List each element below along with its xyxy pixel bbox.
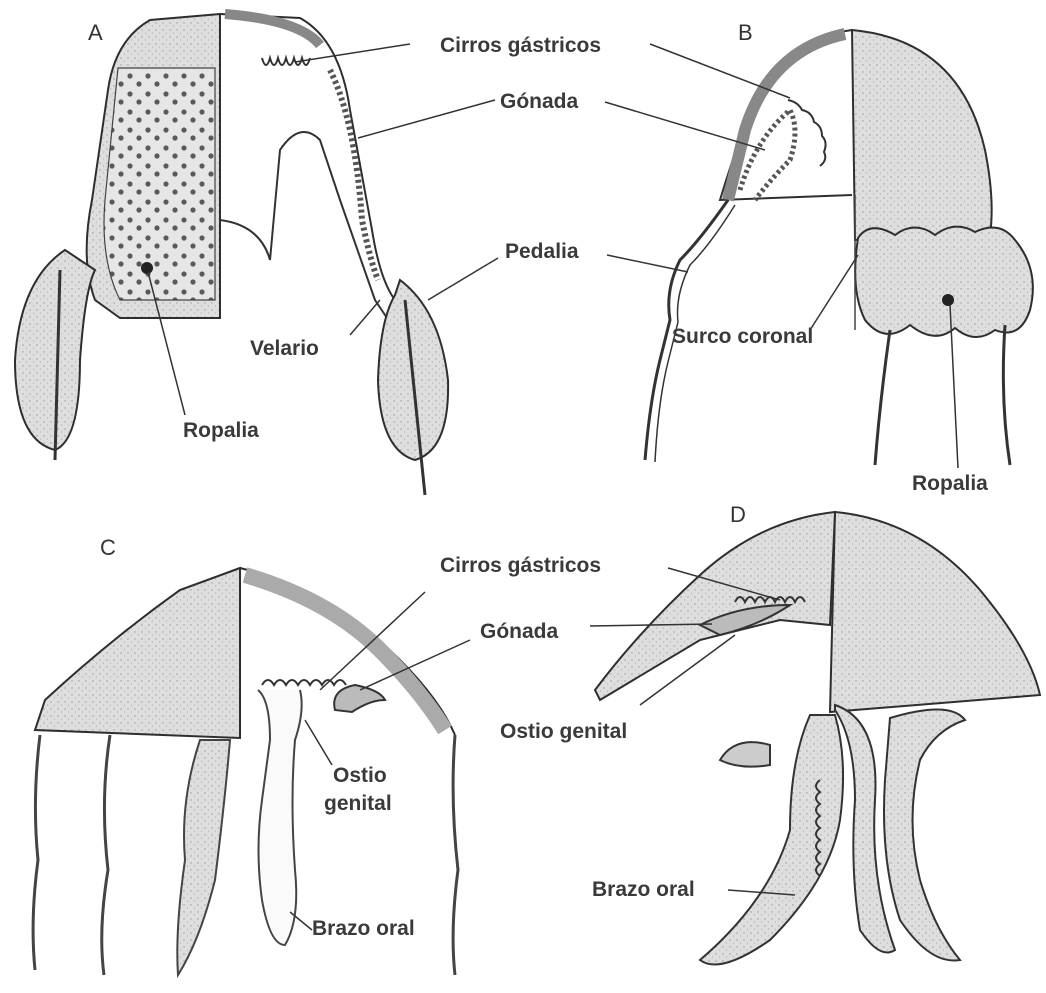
- panel-a-manubrium: [220, 132, 395, 330]
- panel-b-tentacle-2: [1003, 325, 1010, 465]
- panel-letter-c: C: [100, 535, 116, 560]
- panel-c-gonad: [334, 685, 385, 712]
- panel-a: A Cirros gástricos Gónada Pedalia Velari…: [15, 14, 601, 495]
- panel-letter-a: A: [88, 20, 103, 45]
- panel-letter-b: B: [738, 20, 753, 45]
- label-c-ostio-1: Ostio: [333, 764, 387, 787]
- label-b-ropalia: Ropalia: [912, 472, 988, 495]
- label-a-pedalia: Pedalia: [505, 240, 579, 263]
- leader-a-velario: [350, 300, 380, 335]
- panel-c-oral-arm: [258, 690, 302, 945]
- panel-d-oral-arm-folded: [720, 742, 770, 767]
- panel-a-mesoglea: [225, 14, 320, 45]
- leader-a-cirros: [295, 44, 410, 62]
- panel-c-tentacle-2: [102, 735, 110, 975]
- panel-d: D Cirros gástricos Gónada Ostio genital …: [440, 502, 1040, 965]
- label-c-brazo: Brazo oral: [312, 917, 415, 940]
- leader-b-pedalia: [607, 255, 688, 272]
- panel-letter-d: D: [730, 502, 746, 527]
- panel-c-tentacle-1: [33, 735, 40, 970]
- panel-b-tentacle-1: [875, 330, 890, 465]
- panel-c: C Ostio genital Brazo oral: [33, 535, 470, 975]
- panel-d-bell-left: [595, 512, 835, 700]
- label-d-gonada: Gónada: [480, 620, 558, 643]
- panel-c-gastric-cirri: [262, 680, 346, 685]
- panel-a-gonad-dots: [104, 68, 215, 300]
- leader-a-pedalia: [428, 258, 498, 300]
- panel-b-rhopalium: [942, 294, 954, 306]
- panel-b: B Surco coronal Ropalia: [605, 20, 1033, 495]
- leader-b-cirros: [650, 44, 790, 98]
- label-a-ropalia: Ropalia: [183, 419, 259, 442]
- leader-c-ostio: [305, 720, 332, 765]
- label-c-ostio-2: genital: [324, 792, 392, 815]
- panel-b-gastric-cirri: [788, 100, 826, 166]
- leader-b-surco: [810, 255, 858, 330]
- label-d-cirros: Cirros gástricos: [440, 554, 601, 577]
- panel-a-bell-right: [220, 14, 395, 300]
- leader-a-gonada: [358, 100, 495, 138]
- label-b-surco: Surco coronal: [672, 325, 813, 348]
- panel-a-gonad-band: [330, 70, 378, 280]
- panel-d-bell-right: [830, 512, 1040, 712]
- panel-c-tentacle-3: [453, 735, 458, 975]
- panel-b-mesoglea: [728, 34, 845, 200]
- label-d-ostio: Ostio genital: [500, 720, 627, 743]
- label-a-cirros: Cirros gástricos: [440, 34, 601, 57]
- panel-c-oral-arm-left: [177, 740, 230, 975]
- label-a-velario: Velario: [250, 337, 319, 360]
- panel-d-oral-arm-left: [700, 715, 843, 965]
- panel-b-coronal-lobes: [855, 227, 1033, 337]
- panel-a-rhopalium: [141, 262, 153, 274]
- panel-c-bell-left: [35, 568, 240, 738]
- label-d-brazo: Brazo oral: [592, 878, 695, 901]
- panel-d-oral-arm-right: [884, 709, 965, 960]
- panel-b-bell-right: [852, 30, 992, 240]
- label-a-gonada: Gónada: [500, 90, 578, 113]
